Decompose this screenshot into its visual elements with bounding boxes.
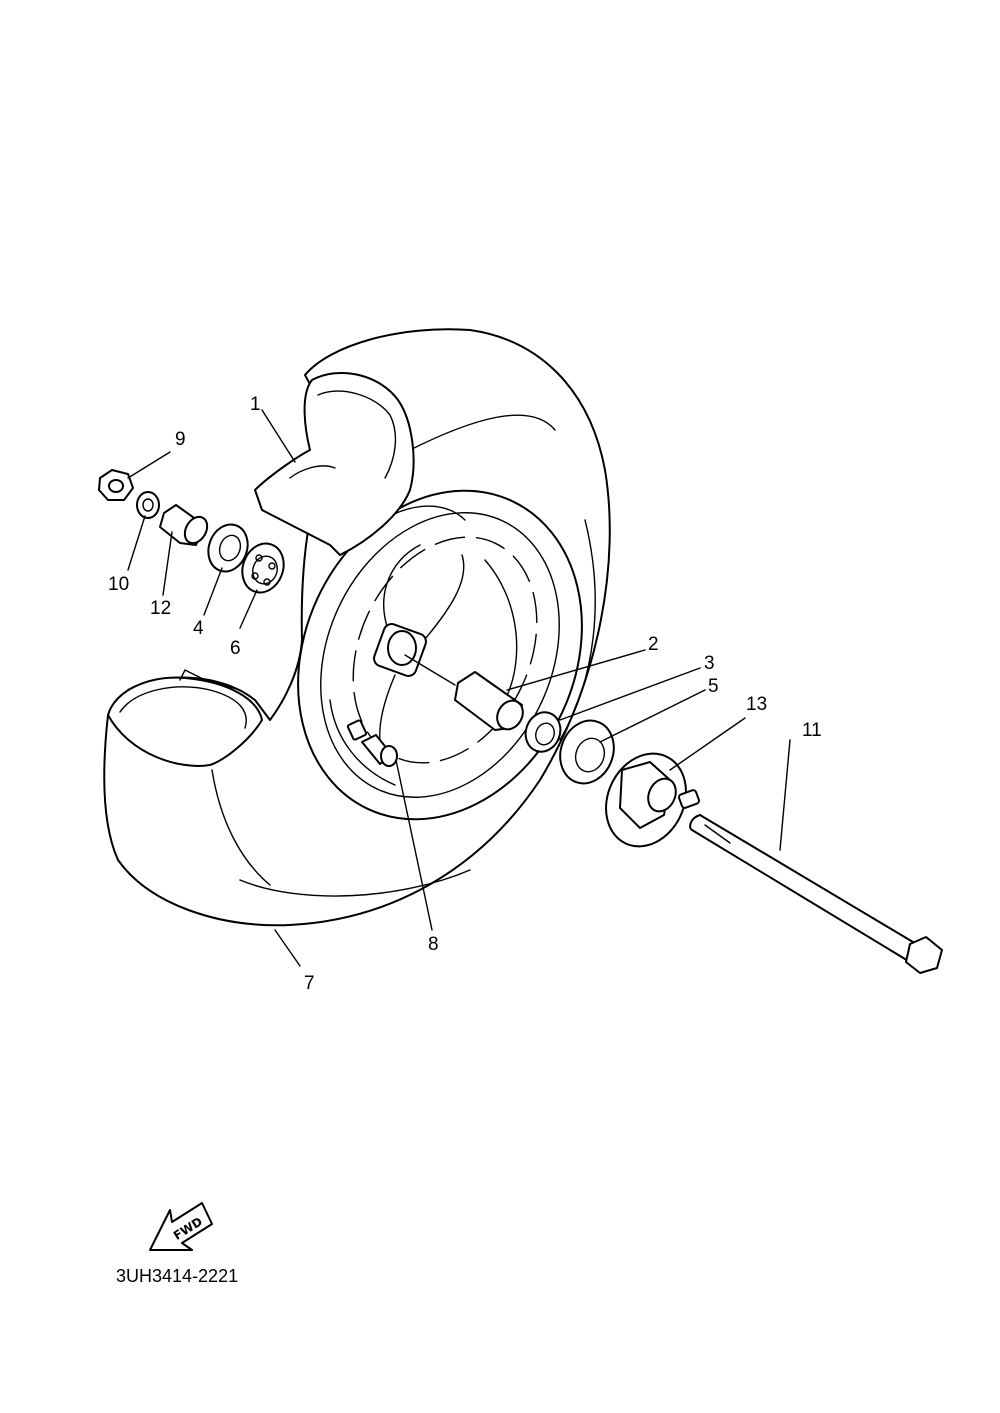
callout-7: 7 — [304, 973, 315, 994]
bearing-left-inner — [241, 542, 285, 594]
callout-3: 3 — [704, 653, 715, 674]
callout-4: 4 — [193, 618, 204, 639]
diagram-code: 3UH3414-2221 — [116, 1266, 238, 1286]
bearing-left-outer — [207, 523, 249, 573]
meter-gear-unit — [605, 752, 701, 848]
collar-right — [454, 671, 524, 731]
callout-11: 11 — [802, 720, 822, 741]
callout-10: 10 — [108, 574, 129, 595]
callout-9: 9 — [175, 429, 186, 450]
callout-5: 5 — [708, 676, 719, 697]
washer — [136, 491, 160, 519]
callout-8: 8 — [428, 934, 439, 955]
tube-cutaway-top — [254, 372, 415, 556]
fwd-arrow-icon: FWD — [149, 1202, 213, 1251]
collar-left — [159, 504, 209, 546]
bearing-right — [559, 719, 615, 785]
callout-2: 2 — [648, 634, 659, 655]
axle-nut — [98, 469, 134, 501]
wheel-axle — [689, 814, 943, 974]
callout-13: 13 — [746, 694, 767, 715]
callout-12: 12 — [150, 598, 171, 619]
valve — [346, 719, 398, 767]
leader-lines — [127, 409, 791, 967]
oil-seal-right — [524, 711, 562, 753]
callout-6: 6 — [230, 638, 241, 659]
tire-cutaway-bottom — [107, 669, 263, 767]
callout-1: 1 — [250, 394, 261, 415]
